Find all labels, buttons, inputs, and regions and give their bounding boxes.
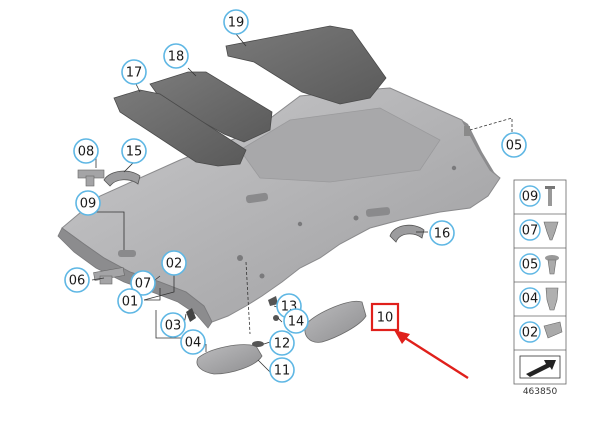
bracket-clip-icon xyxy=(543,321,563,339)
callout-09[interactable]: 09 xyxy=(75,190,101,216)
clip-05-screw xyxy=(464,126,470,136)
bracket-06 xyxy=(93,267,125,285)
callout-15[interactable]: 15 xyxy=(121,138,147,164)
callout-14[interactable]: 14 xyxy=(283,308,309,334)
callout-11[interactable]: 11 xyxy=(269,357,295,383)
sun-visor-11 xyxy=(196,344,263,375)
sunroof-panel-19 xyxy=(225,25,387,105)
svg-text:07: 07 xyxy=(522,224,539,239)
svg-text:02: 02 xyxy=(522,326,539,341)
callout-16[interactable]: 16 xyxy=(429,220,455,246)
svg-text:04: 04 xyxy=(522,292,539,307)
callout-01[interactable]: 01 xyxy=(117,288,143,314)
svg-text:04: 04 xyxy=(185,336,202,351)
svg-text:02: 02 xyxy=(166,257,183,272)
svg-text:18: 18 xyxy=(168,50,185,65)
callout-12[interactable]: 12 xyxy=(269,330,295,356)
legend-item-04[interactable]: 04 xyxy=(519,287,559,311)
callout-07[interactable]: 07 xyxy=(130,270,156,296)
clip-14 xyxy=(273,315,279,321)
screw-icon xyxy=(545,186,555,206)
diagram-number: 463850 xyxy=(523,387,558,397)
callout-17[interactable]: 17 xyxy=(121,59,147,85)
sun-visor-10 xyxy=(304,300,367,343)
svg-text:17: 17 xyxy=(126,66,143,81)
sunroof-panel-17 xyxy=(113,89,247,167)
svg-text:14: 14 xyxy=(288,315,305,330)
callout-02[interactable]: 02 xyxy=(161,250,187,276)
legend-arrow-icon xyxy=(519,355,561,379)
callout-05[interactable]: 05 xyxy=(501,132,527,158)
grab-handle-16 xyxy=(389,224,425,243)
svg-text:03: 03 xyxy=(165,319,182,334)
legend-item-05[interactable]: 05 xyxy=(519,253,559,275)
callout-08[interactable]: 08 xyxy=(73,138,99,164)
clip-03 xyxy=(186,308,196,322)
legend-item-02[interactable]: 02 xyxy=(519,321,563,343)
callout-18[interactable]: 18 xyxy=(163,43,189,69)
cap-12 xyxy=(252,341,264,347)
svg-text:16: 16 xyxy=(434,227,451,242)
svg-text:10: 10 xyxy=(377,311,394,326)
svg-text:06: 06 xyxy=(69,274,86,289)
legend-item-07[interactable]: 07 xyxy=(519,219,559,241)
expanding-clip-icon xyxy=(545,287,559,311)
callouts: 19 18 17 15 08 09 05 16 xyxy=(64,9,527,383)
callout-04[interactable]: 04 xyxy=(180,329,206,355)
svg-text:09: 09 xyxy=(80,197,97,212)
clip-icon xyxy=(543,221,559,241)
svg-text:07: 07 xyxy=(135,277,152,292)
parts-legend: 09 07 05 04 xyxy=(513,179,567,385)
svg-text:15: 15 xyxy=(126,145,143,160)
callout-19[interactable]: 19 xyxy=(223,9,249,35)
callout-03[interactable]: 03 xyxy=(160,312,186,338)
rivet-icon xyxy=(545,255,559,275)
svg-text:09: 09 xyxy=(522,190,539,205)
legend-item-09[interactable]: 09 xyxy=(519,185,555,207)
clip-13 xyxy=(268,296,278,306)
red-arrow-icon xyxy=(394,330,469,380)
callout-06[interactable]: 06 xyxy=(64,267,90,293)
svg-text:11: 11 xyxy=(274,364,291,379)
svg-text:08: 08 xyxy=(78,145,95,160)
svg-text:12: 12 xyxy=(274,337,291,352)
svg-text:01: 01 xyxy=(122,295,139,310)
bracket-08 xyxy=(77,169,105,187)
grab-handle-15 xyxy=(103,170,141,187)
svg-text:05: 05 xyxy=(506,139,523,154)
svg-text:19: 19 xyxy=(228,16,245,31)
highlighted-callout-10[interactable]: 10 xyxy=(370,302,400,332)
svg-text:05: 05 xyxy=(522,258,539,273)
